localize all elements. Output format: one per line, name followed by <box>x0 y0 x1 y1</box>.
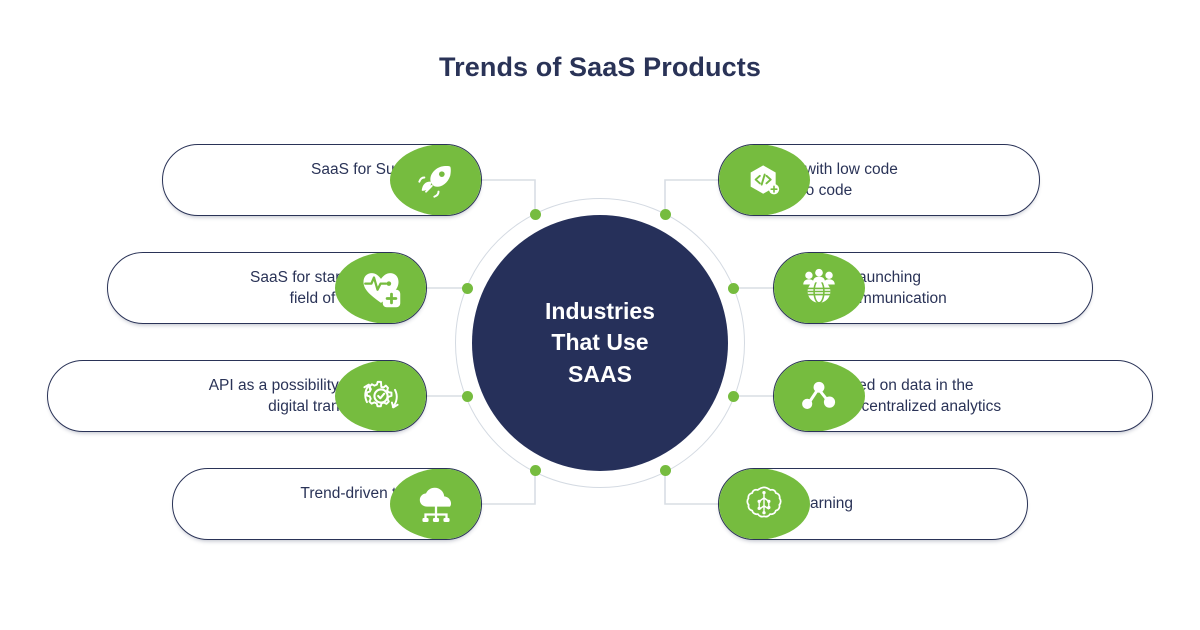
ring-dot-lower-right <box>727 390 739 402</box>
node-icon-blob <box>774 253 865 323</box>
page-title: Trends of SaaS Products <box>439 52 761 82</box>
node-api-digital-transformation[interactable]: API as a possibility to simplify digital… <box>47 360 427 432</box>
node-low-code-no-code[interactable]: Platforms with low code and with no code <box>718 144 1040 216</box>
node-icon-blob <box>774 361 865 431</box>
node-icon-blob <box>719 145 810 215</box>
heart-pulse-icon <box>360 267 402 309</box>
ring-dot-bottom-left <box>529 464 541 476</box>
hub-label: Industries That Use SAAS <box>545 298 655 387</box>
ring-dot-upper-right <box>727 282 739 294</box>
node-icon-blob <box>335 361 426 431</box>
connector-left-1 <box>482 179 536 214</box>
node-icon-blob <box>390 469 481 539</box>
connector-right-4 <box>664 470 718 505</box>
hub-core: Industries That Use SAAS <box>472 215 728 471</box>
connector-right-1 <box>664 179 718 214</box>
node-trend-driven-techniques[interactable]: Trend-driven techniques in SaaS <box>172 468 482 540</box>
node-icon-blob <box>719 469 810 539</box>
ring-dot-top-right <box>659 208 671 220</box>
node-machine-learning[interactable]: Machine learning <box>718 468 1028 540</box>
data-nodes-icon <box>798 375 840 417</box>
node-saas-sustainability[interactable]: SaaS for Sustainability startups <box>162 144 482 216</box>
rocket-icon <box>416 160 456 200</box>
node-icon-blob <box>390 145 481 215</box>
code-hexagon-icon <box>744 160 784 200</box>
gear-check-icon <box>360 375 402 417</box>
ring-dot-upper-left <box>461 282 473 294</box>
node-centralized-analytics[interactable]: SaaS-based on data in the context of cen… <box>773 360 1153 432</box>
ring-dot-lower-left <box>461 390 473 402</box>
cloud-network-icon <box>415 483 457 525</box>
node-icon-blob <box>335 253 426 323</box>
ring-dot-top-left <box>529 208 541 220</box>
connector-left-4 <box>482 470 536 505</box>
ring-dot-bottom-right <box>659 464 671 476</box>
brain-circuit-icon <box>743 483 785 525</box>
globe-people-icon <box>798 267 840 309</box>
node-saas-healthcare[interactable]: SaaS for startups in the field of health… <box>107 252 427 324</box>
node-remote-communication[interactable]: SaaS for launching remote communication <box>773 252 1093 324</box>
